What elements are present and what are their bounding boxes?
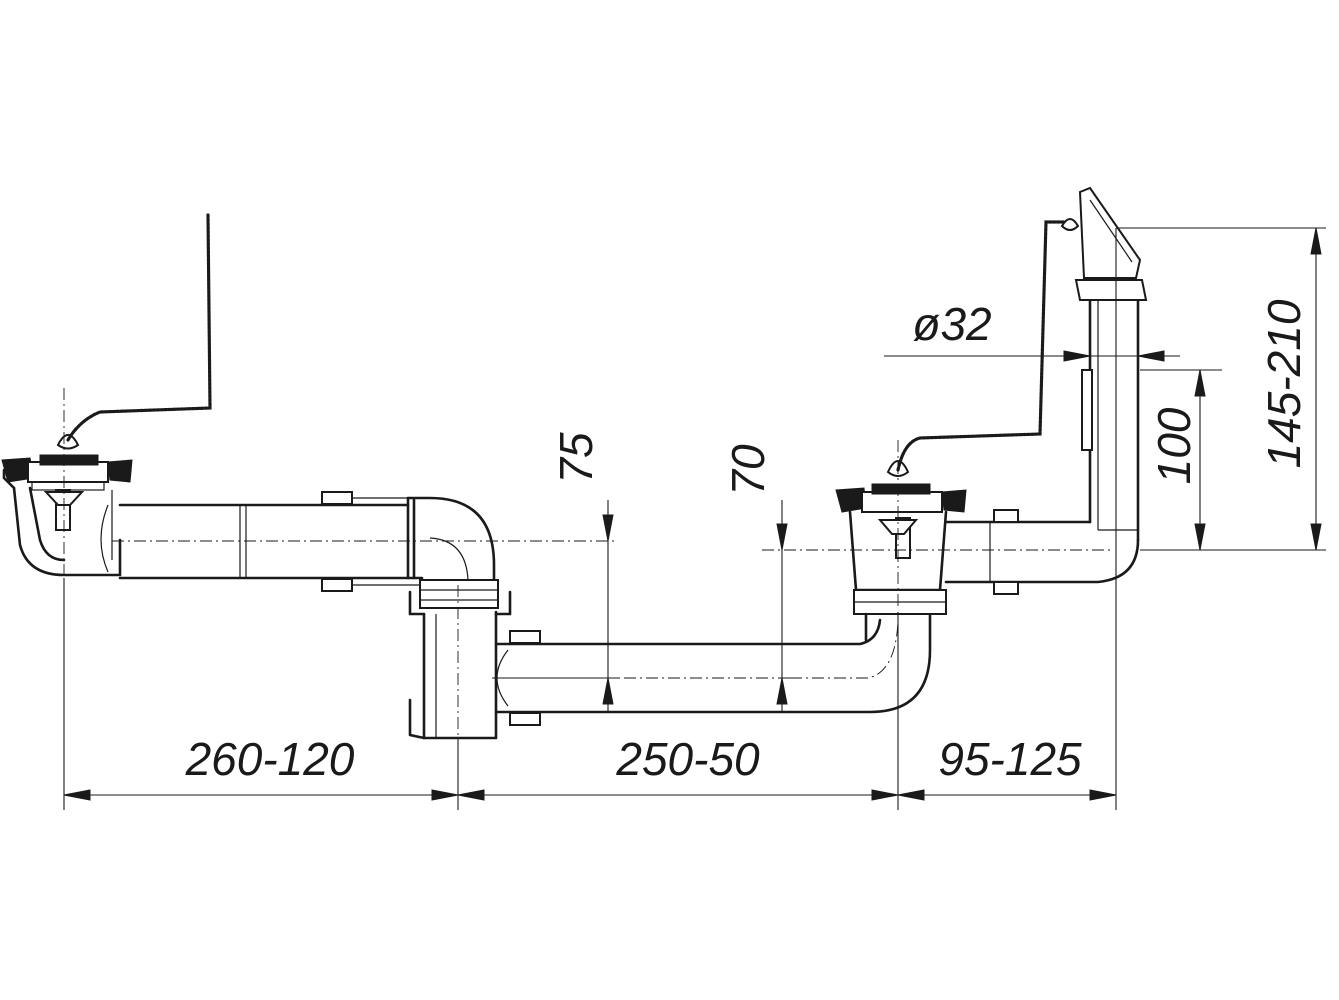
dim-height-right-outlet: 70	[722, 444, 774, 496]
right-plug-chain	[896, 220, 1066, 472]
dim-height-left-outlet: 75	[550, 432, 602, 484]
bottom-connecting-pipe	[492, 610, 932, 726]
left-sink-strainer	[1, 388, 133, 578]
dim-right-offset: 95-125	[938, 733, 1082, 785]
siphon-vertical-body	[408, 579, 512, 745]
dimension-lines	[63, 227, 1326, 810]
left-horizontal-pipe	[100, 491, 614, 592]
dim-overflow-diameter: ø32	[912, 298, 991, 350]
dim-overflow-total-height: 145-210	[1258, 299, 1310, 468]
overflow-pipe	[762, 186, 1148, 595]
dim-left-offset: 260-120	[185, 733, 355, 785]
dim-middle-offset: 250-50	[615, 733, 760, 785]
left-plug-chain	[66, 213, 212, 442]
right-sink-strainer	[835, 440, 967, 642]
dim-overflow-height: 100	[1148, 407, 1200, 484]
